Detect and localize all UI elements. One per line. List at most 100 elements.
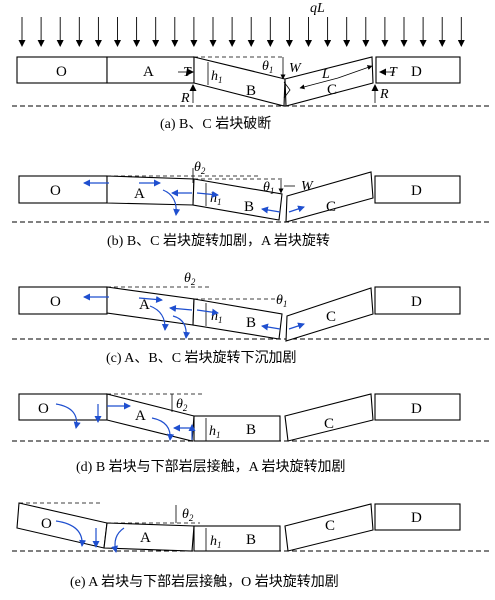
block-c [285, 287, 374, 342]
theta-sub: 2 [191, 277, 196, 287]
block-b-label: B [244, 199, 254, 215]
r-label-right: R [379, 87, 389, 102]
h-symbol: h [210, 534, 217, 549]
panel-a: qL O A B C D W θ1 h1 L T R T R (a) B、C 岩… [12, 1, 490, 132]
theta-symbol: θ [276, 293, 283, 308]
block-c [284, 56, 374, 107]
theta1-label: θ1 [263, 180, 274, 196]
caption-d: (d) B 岩块与下部岩层接触，A 岩块旋转加剧 [76, 458, 346, 475]
block-d [374, 286, 461, 315]
block-a [103, 522, 195, 552]
block-b [193, 415, 281, 442]
block-o [18, 175, 108, 204]
caption-e: (e) A 岩块与下部岩层接触，O 岩块旋转加剧 [70, 573, 339, 590]
h-symbol: h [211, 69, 218, 84]
theta-symbol: θ [263, 180, 270, 195]
r-label-left: R [180, 91, 190, 106]
block-o-label: O [56, 64, 67, 80]
h-symbol: h [210, 191, 217, 206]
rotation-arrow [151, 417, 175, 441]
block-b-label: B [246, 532, 256, 548]
w-label: W [289, 61, 302, 76]
block-c-label: C [326, 309, 336, 325]
block-b [192, 178, 283, 221]
force-arrow [138, 295, 163, 303]
block-o-label: O [38, 401, 49, 417]
theta2-label: θ2 [176, 397, 188, 413]
t-label-right: T [389, 65, 398, 80]
rotation-arrow [111, 527, 125, 553]
theta-symbol: θ [262, 59, 269, 74]
caption-c: (c) A、B、C 岩块旋转下沉加剧 [106, 350, 297, 366]
h-sub: 1 [218, 75, 223, 85]
block-b [193, 525, 281, 552]
rotation-arrow [172, 315, 191, 339]
block-o-label: O [41, 516, 52, 532]
l-dim-left [299, 77, 339, 90]
h-symbol: h [211, 309, 218, 324]
theta-symbol: θ [176, 397, 183, 412]
force-arrow [196, 190, 219, 198]
rotation-arrow [55, 520, 87, 547]
block-c-label: C [325, 518, 335, 534]
fracture-mark [283, 81, 291, 99]
force-arrow [261, 206, 281, 214]
block-a-label: A [143, 64, 154, 80]
caption-b: (b) B、C 岩块旋转加剧，A 岩块旋转 [107, 233, 330, 249]
block-d [375, 56, 461, 84]
h-sub: 1 [218, 315, 223, 325]
h1-label: h1 [210, 191, 222, 207]
block-c [284, 393, 374, 442]
theta-sub: 1 [270, 186, 275, 196]
block-d [374, 393, 461, 421]
block-o [18, 393, 108, 421]
panel-e: O A B C D θ2 h1 (e) A 岩块与下部岩层接触，O 岩块旋转加剧 [12, 502, 490, 590]
block-b-label: B [246, 83, 256, 99]
caption-a: (a) B、C 岩块破断 [160, 116, 271, 132]
theta-symbol: θ [194, 160, 201, 175]
rotation-arrow [162, 189, 181, 216]
h1-label: h1 [211, 309, 223, 325]
force-arrow [261, 323, 281, 331]
block-o-label: O [50, 294, 61, 310]
rotation-arrow [149, 305, 169, 331]
block-a-label: A [139, 297, 150, 313]
block-a [106, 56, 195, 84]
panel-b: O A B C D θ2 θ1 W h1 (b) B、C 岩块旋转加剧，A 岩块… [12, 160, 490, 249]
panel-c: O A B C D θ2 θ1 h1 (c) A、B、C 岩块旋转下沉加剧 [12, 271, 490, 366]
theta-sub: 2 [183, 403, 188, 413]
block-o [18, 286, 108, 315]
panel-d: O A B C D θ2 h1 (d) B 岩块与下部岩层接触，A 岩块旋转加剧 [12, 393, 490, 475]
block-d-label: D [411, 510, 422, 526]
block-d-label: D [411, 64, 422, 80]
theta2-label: θ2 [194, 160, 206, 176]
block-c-label: C [324, 416, 334, 432]
theta-sub: 1 [283, 299, 288, 309]
block-d-label: D [411, 401, 422, 417]
force-arrow [196, 308, 219, 316]
block-o [16, 502, 108, 549]
block-a-label: A [135, 408, 146, 424]
block-c [284, 503, 374, 552]
block-a-label: A [134, 186, 145, 202]
theta-sub: 2 [201, 166, 206, 176]
block-c-label: C [327, 82, 337, 98]
load-arrows [18, 17, 465, 47]
block-b-label: B [246, 315, 256, 331]
block-a [106, 175, 195, 206]
force-arrow [288, 322, 305, 330]
l-dim-right [337, 65, 373, 79]
theta-symbol: θ [184, 271, 191, 286]
theta1-label-a: θ1 [262, 59, 273, 75]
load-label: qL [310, 1, 325, 16]
theta-sub: 1 [269, 65, 274, 75]
block-o-label: O [50, 183, 61, 199]
h1-label-a: h1 [211, 69, 223, 85]
block-o [16, 56, 108, 84]
block-d-label: D [411, 294, 422, 310]
rotation-arrow [55, 403, 81, 429]
theta1-label: θ1 [276, 293, 287, 309]
theta-sub: 2 [189, 513, 194, 523]
theta2-label: θ2 [184, 271, 196, 287]
